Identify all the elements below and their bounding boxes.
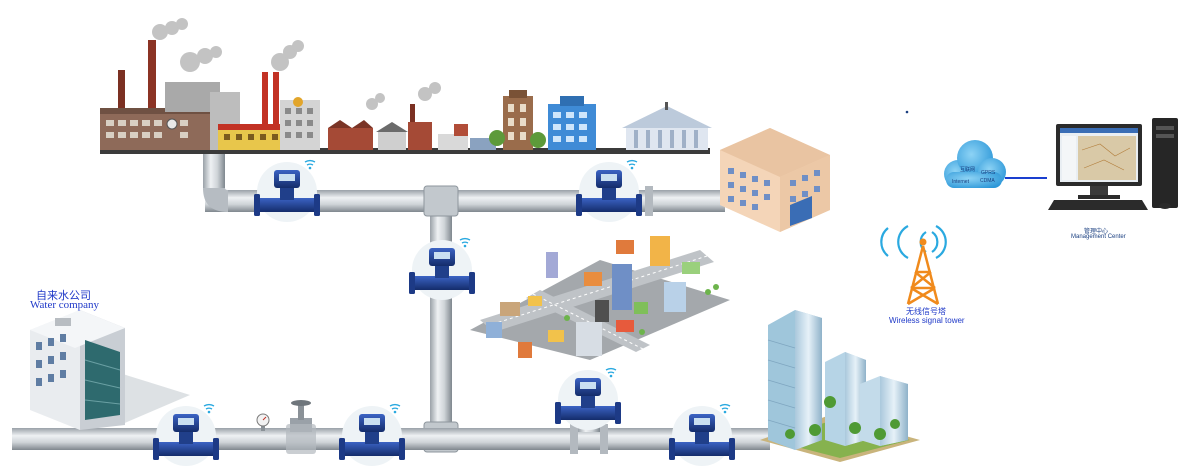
valve xyxy=(286,400,316,454)
water-meter-icon xyxy=(408,238,476,301)
signal-tower-icon xyxy=(880,225,947,306)
water-meter-icon xyxy=(253,160,321,223)
water-meter-icon xyxy=(554,368,622,431)
downtown-towers xyxy=(760,310,920,462)
cloud-label-gprs: GPRS xyxy=(981,170,996,176)
water-company-label-cn: 自来水公司 xyxy=(36,289,91,302)
management-label-en: Management Center xyxy=(1071,234,1126,240)
factory-skyline xyxy=(100,18,712,154)
pressure-gauge xyxy=(256,413,270,431)
tower-label-en: Wireless signal tower xyxy=(889,316,965,325)
water-meter-icon xyxy=(152,404,220,467)
water-company-label-en: Water company xyxy=(30,299,100,311)
cloud-label-internet-en: Internet xyxy=(952,179,969,185)
water-company-building xyxy=(30,310,190,430)
cloud-icon xyxy=(944,140,1006,188)
management-label-cn: 管理中心 xyxy=(1084,228,1109,235)
office-building-top xyxy=(720,128,830,232)
tower-label-cn: 无线信号塔 xyxy=(906,307,946,316)
cloud-label-internet-cn: 互联网 xyxy=(960,167,976,173)
isometric-city xyxy=(470,236,730,360)
water-meter-icon xyxy=(338,404,406,467)
water-meter-icon xyxy=(575,160,643,223)
dot-marker xyxy=(905,110,909,114)
cloud-label-cdma: CDMA xyxy=(980,178,995,184)
water-meter-icon xyxy=(668,404,736,467)
management-computer-icon xyxy=(1048,118,1178,210)
